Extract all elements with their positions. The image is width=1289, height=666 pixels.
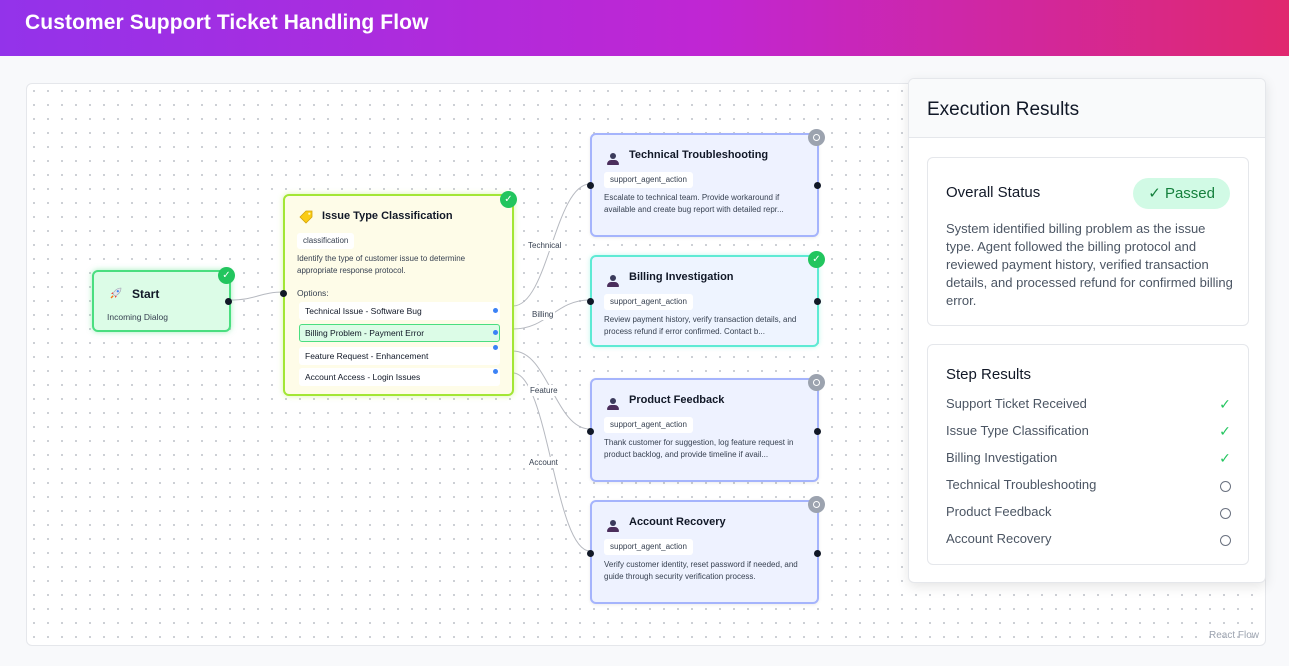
target-handle[interactable]: [587, 550, 594, 557]
agent-title: Account Recovery: [629, 516, 726, 528]
overall-status-title: Overall Status: [946, 184, 1041, 201]
option-label: Feature Request - Enhancement: [305, 351, 429, 361]
step-name: Technical Troubleshooting: [946, 477, 1097, 492]
panel-header: Execution Results: [909, 79, 1265, 138]
source-handle[interactable]: [814, 182, 821, 189]
source-handle[interactable]: [814, 428, 821, 435]
step-row: Product Feedback ○: [946, 504, 1232, 524]
edge-label-technical: Technical: [526, 240, 564, 251]
edge-label-billing: Billing: [530, 309, 556, 320]
check-icon: ✓: [218, 267, 235, 284]
step-row: Technical Troubleshooting ○: [946, 477, 1232, 497]
target-handle[interactable]: [587, 298, 594, 305]
start-subtitle: Incoming Dialog: [107, 312, 168, 322]
panel-title: Execution Results: [927, 99, 1080, 120]
agent-description: Escalate to technical team. Provide work…: [604, 193, 784, 214]
person-icon: [607, 398, 619, 410]
page-title: Customer Support Ticket Handling Flow: [25, 11, 429, 34]
pending-circle-icon: ○: [1218, 504, 1232, 520]
overall-status-card: Overall Status ✓ Passed System identifie…: [927, 157, 1249, 326]
agent-description: Review payment history, verify transacti…: [604, 315, 797, 336]
agent-node-account[interactable]: Account Recovery support_agent_action Ve…: [587, 496, 825, 604]
classification-title: Issue Type Classification: [322, 210, 453, 222]
tag-icon: [299, 210, 313, 224]
option-handle[interactable]: [493, 369, 498, 374]
edge-label-account: Account: [527, 457, 560, 468]
execution-results-panel: Execution Results Overall Status ✓ Passe…: [908, 78, 1266, 583]
rocket-icon: [110, 287, 122, 299]
classification-node[interactable]: Issue Type Classification classification…: [280, 191, 517, 396]
agent-description: Thank customer for suggestion, log featu…: [604, 438, 794, 459]
classification-description: Identify the type of customer issue to d…: [297, 254, 466, 275]
agent-tag: support_agent_action: [604, 417, 693, 433]
classification-tag: classification: [297, 233, 355, 249]
step-row: Account Recovery ○: [946, 531, 1232, 551]
person-icon: [607, 153, 619, 165]
source-handle[interactable]: [225, 298, 232, 305]
option-handle[interactable]: [493, 330, 498, 335]
step-name: Billing Investigation: [946, 450, 1058, 465]
agent-node-feedback[interactable]: Product Feedback support_agent_action Th…: [587, 374, 825, 482]
agent-node-technical[interactable]: Technical Troubleshooting support_agent_…: [587, 129, 825, 237]
target-handle[interactable]: [587, 428, 594, 435]
target-handle[interactable]: [280, 290, 287, 297]
check-icon: ✓: [1219, 450, 1231, 466]
step-name: Issue Type Classification: [946, 423, 1089, 438]
option-handle[interactable]: [493, 308, 498, 313]
option-label: Billing Problem - Payment Error: [305, 328, 425, 338]
agent-tag: support_agent_action: [604, 294, 693, 310]
agent-node-billing[interactable]: Billing Investigation support_agent_acti…: [587, 251, 825, 347]
option-handle[interactable]: [493, 345, 498, 350]
step-name: Account Recovery: [946, 531, 1052, 546]
agent-tag: support_agent_action: [604, 539, 693, 555]
source-handle[interactable]: [814, 550, 821, 557]
option-label: Account Access - Login Issues: [305, 372, 421, 382]
agent-description: Verify customer identity, reset password…: [604, 560, 798, 581]
overall-status-description: System identified billing problem as the…: [946, 221, 1233, 308]
edge-label-feature: Feature: [528, 385, 560, 396]
app-header: Customer Support Ticket Handling Flow: [0, 0, 1289, 56]
agent-title: Technical Troubleshooting: [629, 149, 769, 161]
agent-title: Billing Investigation: [629, 271, 734, 283]
agent-tag: support_agent_action: [604, 172, 693, 188]
step-name: Product Feedback: [946, 504, 1052, 519]
start-node[interactable]: Start Incoming Dialog ✓: [92, 267, 235, 332]
pending-icon: [808, 374, 825, 391]
check-icon: ✓: [1219, 423, 1231, 439]
person-icon: [607, 275, 619, 287]
check-icon: ✓: [808, 251, 825, 268]
step-row: Issue Type Classification ✓: [946, 423, 1232, 443]
options-label: Options:: [297, 288, 329, 298]
check-icon: ✓: [1219, 396, 1231, 412]
start-title: Start: [132, 287, 160, 301]
pending-icon: [808, 496, 825, 513]
step-row: Billing Investigation ✓: [946, 450, 1232, 470]
pending-icon: [808, 129, 825, 146]
option-billing[interactable]: Billing Problem - Payment Error: [299, 324, 500, 342]
option-account[interactable]: Account Access - Login Issues: [299, 368, 500, 386]
person-icon: [607, 520, 619, 532]
option-technical[interactable]: Technical Issue - Software Bug: [299, 302, 500, 320]
check-icon: ✓: [500, 191, 517, 208]
option-label: Technical Issue - Software Bug: [305, 306, 422, 316]
step-results-card: Step Results Support Ticket Received ✓ I…: [927, 344, 1249, 565]
pending-circle-icon: ○: [1218, 477, 1232, 493]
status-badge: ✓ Passed: [1133, 178, 1230, 209]
step-name: Support Ticket Received: [946, 396, 1087, 411]
agent-title: Product Feedback: [629, 394, 725, 406]
option-feature[interactable]: Feature Request - Enhancement: [299, 345, 500, 365]
step-row: Support Ticket Received ✓: [946, 396, 1232, 416]
step-results-title: Step Results: [946, 366, 1032, 383]
target-handle[interactable]: [587, 182, 594, 189]
react-flow-attribution[interactable]: React Flow: [1208, 630, 1259, 641]
source-handle[interactable]: [814, 298, 821, 305]
pending-circle-icon: ○: [1218, 531, 1232, 547]
